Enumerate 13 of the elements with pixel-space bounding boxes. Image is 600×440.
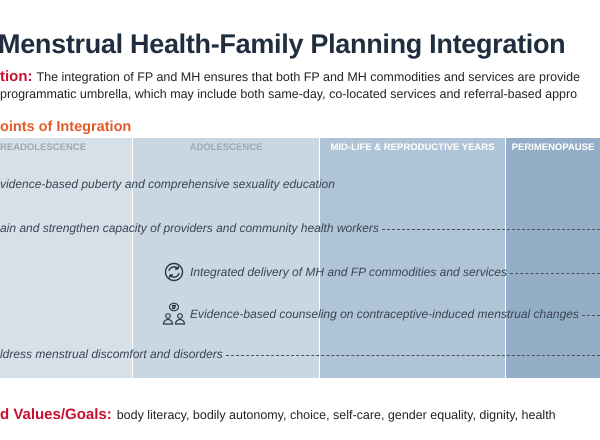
values-text: body literacy, bodily autonomy, choice, self-care, gender equality, dignity, health [116, 407, 556, 424]
title: Menstrual Health-Family Planning Integration [0, 28, 566, 61]
section-heading: oints of Integration [0, 118, 132, 137]
definition-text: The integration of FP and MH ensures that both FP and MH commodities and services are provide [36, 69, 580, 86]
stage-header: PERIMENOPAUSE [510, 141, 596, 155]
section-heading: tion: [0, 67, 32, 87]
section-heading: d Values/Goals: [0, 405, 112, 425]
stage-header: MID-LIFE & REPRODUCTIVE YEARS [330, 141, 496, 155]
intervention-text: ldress menstrual discomfort and disorders [0, 346, 223, 363]
definition-text: programmatic umbrella, which may include both same-day, co-located services and referral-based appro [0, 86, 578, 103]
stage-header: READOLESCENCE [0, 141, 88, 155]
intervention-text: vidence-based puberty and comprehensive sexuality education [0, 176, 335, 193]
intervention-text: ain and strengthen capacity of providers and community health workers [0, 220, 379, 237]
